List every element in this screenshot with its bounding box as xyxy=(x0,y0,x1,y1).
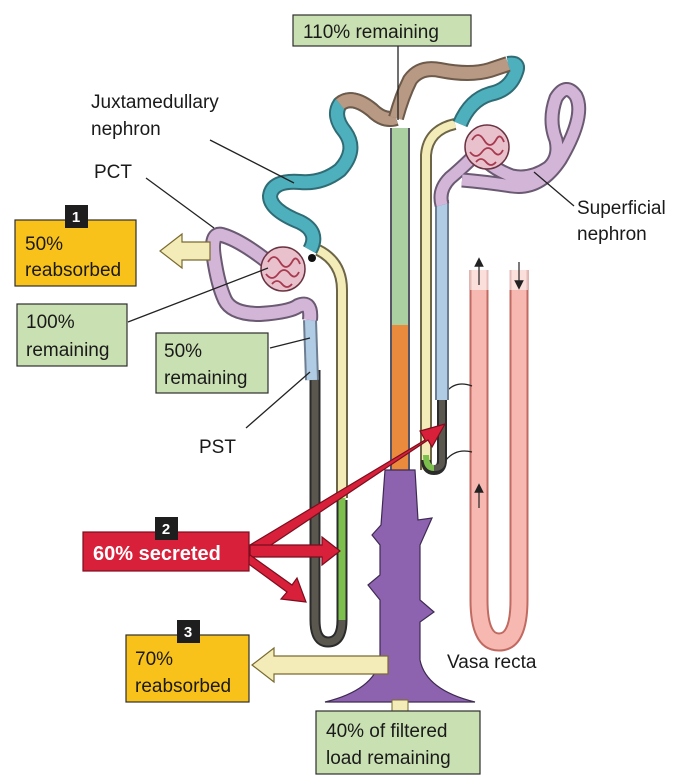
box-filtered-load-remaining: 40% of filtered load remaining xyxy=(315,710,481,775)
vasa-recta-label: Vasa recta xyxy=(447,652,537,673)
step1-number: 1 xyxy=(72,209,80,226)
pct-label: PCT xyxy=(94,162,132,183)
box-step2-secreted: 2 60% secreted xyxy=(82,517,250,572)
box-50-remaining: 50% remaining xyxy=(155,332,269,394)
svg-text:110% remaining: 110% remaining xyxy=(303,22,439,43)
svg-text:40% of filtered: 40% of filtered xyxy=(326,721,447,742)
superficial-nephron xyxy=(388,55,587,476)
reabsorbed-arrow-3 xyxy=(251,646,389,684)
reabsorbed-arrow-1 xyxy=(159,232,211,270)
step3-number: 3 xyxy=(184,624,192,641)
step2-number: 2 xyxy=(162,521,170,538)
svg-text:50%: 50% xyxy=(164,341,202,362)
superficial-label-line1: Superficial xyxy=(577,198,666,219)
svg-text:70%: 70% xyxy=(135,649,173,670)
svg-text:remaining: remaining xyxy=(26,340,109,361)
box-110-remaining: 110% remaining xyxy=(292,14,472,47)
svg-text:50%: 50% xyxy=(25,234,63,255)
svg-text:60% secreted: 60% secreted xyxy=(93,543,221,565)
box-100-remaining: 100% remaining xyxy=(16,303,128,367)
box-step3-reabsorbed: 3 70% reabsorbed xyxy=(125,620,250,703)
leader-lines xyxy=(127,46,575,429)
juxtamedullary-nephron xyxy=(205,92,399,648)
vasa-recta xyxy=(445,257,529,652)
secretion-arrows xyxy=(245,423,447,603)
superficial-label-line2: nephron xyxy=(577,224,647,245)
juxtamedullary-label-line1: Juxtamedullary xyxy=(91,92,219,113)
pst-label: PST xyxy=(199,437,236,458)
svg-text:reabsorbed: reabsorbed xyxy=(25,260,121,281)
box-step1-reabsorbed: 1 50% reabsorbed xyxy=(14,205,137,287)
juxtamedullary-label-line2: nephron xyxy=(91,119,161,140)
svg-text:load remaining: load remaining xyxy=(326,748,451,769)
svg-text:reabsorbed: reabsorbed xyxy=(135,676,231,697)
svg-text:100%: 100% xyxy=(26,312,75,333)
svg-text:remaining: remaining xyxy=(164,368,247,389)
